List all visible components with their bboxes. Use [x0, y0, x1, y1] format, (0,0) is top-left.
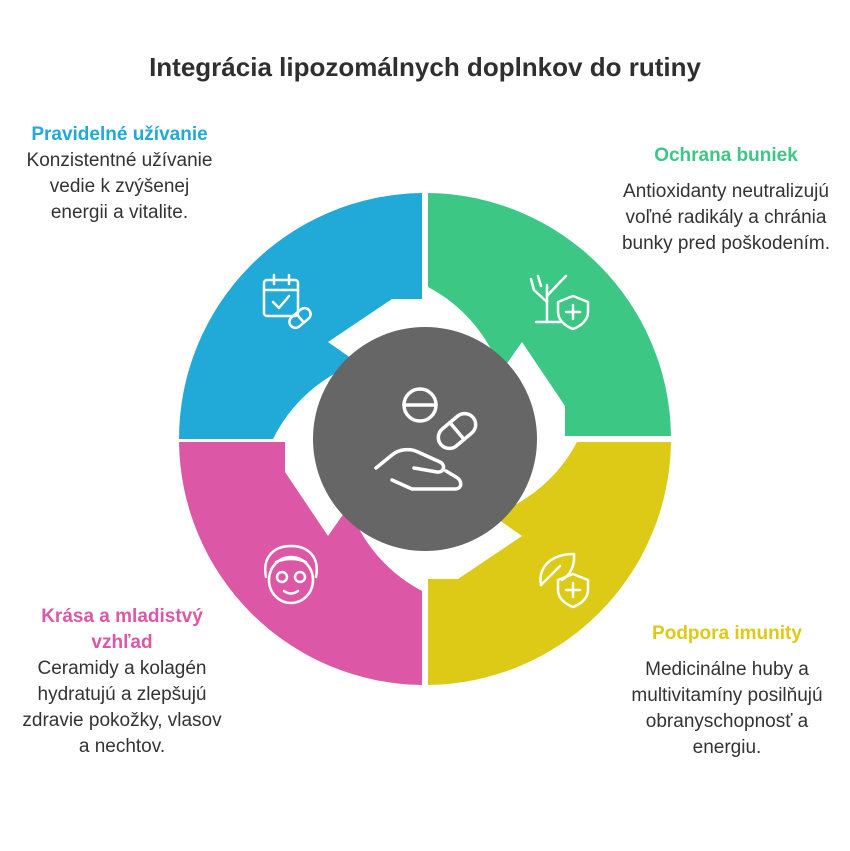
- segment-bottom-right: [428, 442, 671, 685]
- block-title: Ochrana buniek: [654, 145, 798, 166]
- center-circle: [313, 327, 537, 551]
- block-title: Krása a mladistvý vzhľad: [41, 606, 203, 653]
- block-text: Medicinálne huby a multivitamíny posilňu…: [631, 659, 823, 758]
- block-text: Ceramidy a kolagén hydratujú a zlepšujú …: [22, 658, 222, 757]
- block-cell-protection: Ochrana buniek Antioxidanty neutralizujú…: [618, 143, 834, 257]
- block-text: Konzistentné užívanie vedie k zvýšenej e…: [26, 150, 213, 223]
- face-mask-icon: [263, 544, 319, 605]
- segment-top-left: [179, 193, 422, 439]
- segment-bottom-left: [179, 442, 422, 685]
- block-regular-use: Pravidelné užívanie Konzistentné užívani…: [22, 122, 217, 226]
- hand-pills-icon: [374, 387, 478, 491]
- segment-top-right: [428, 193, 671, 436]
- block-text: Antioxidanty neutralizujú voľné radikály…: [621, 181, 831, 254]
- leaf-shield-icon: [539, 552, 590, 609]
- page-title: Integrácia lipozomálnych doplnkov do rut…: [149, 52, 701, 82]
- block-title: Podpora imunity: [652, 623, 802, 644]
- block-immunity: Podpora imunity Medicinálne huby a multi…: [620, 621, 834, 761]
- tree-shield-icon: [529, 274, 590, 331]
- block-title: Pravidelné užívanie: [31, 124, 208, 145]
- block-beauty: Krása a mladistvý vzhľad Ceramidy a kola…: [22, 604, 222, 760]
- calendar-pill-icon: [262, 273, 312, 330]
